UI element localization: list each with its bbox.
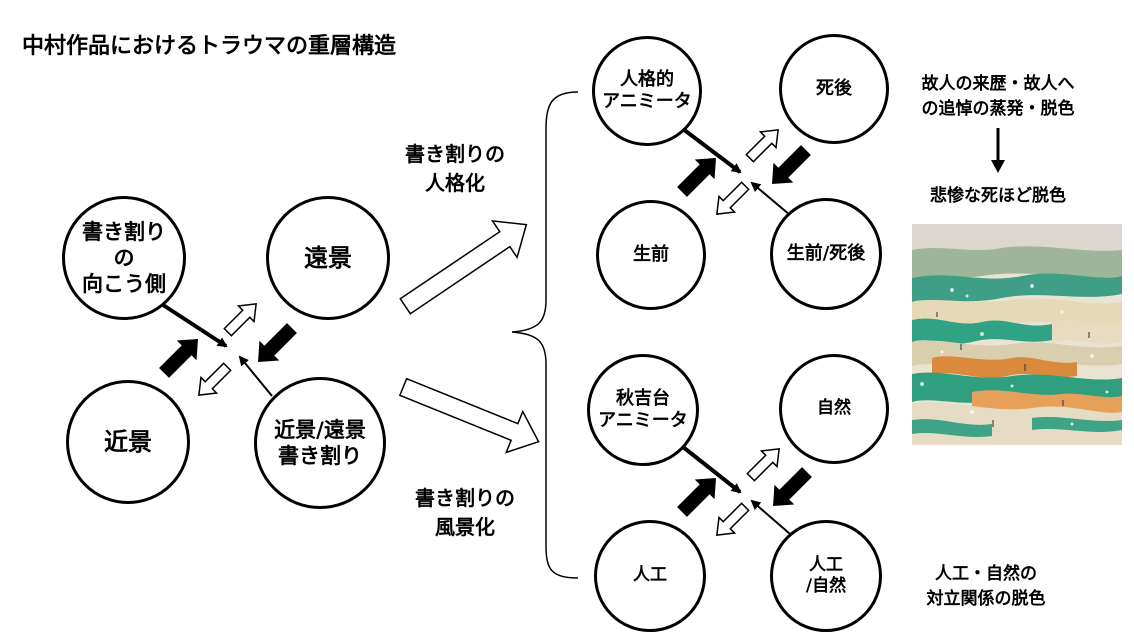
thin-connector-arrow [750, 181, 791, 216]
circle-label: 自然 [817, 398, 851, 419]
block-arrow-down-left-solid [773, 467, 812, 506]
circle-before-after-death: 生前/死後 [770, 198, 882, 310]
block-arrow-down-left-hollow [715, 502, 750, 537]
circle-near-distant-backdrop: 近景/遠景 書き割り [254, 377, 386, 509]
circle-label: 死後 [816, 77, 852, 99]
thick-connector-arrow [158, 301, 228, 348]
circle-before-death: 生前 [596, 200, 706, 310]
circle-near-view: 近景 [66, 380, 190, 504]
diagram-title: 中村作品におけるトラウマの重層構造 [22, 34, 397, 59]
circle-akiyoshidai-animita: 秋吉台 アニミータ [587, 354, 699, 466]
thin-connector-arrow [238, 355, 273, 397]
block-arrow-down-left-hollow [715, 181, 750, 216]
circle-label: 人工 [633, 565, 667, 586]
block-arrow-up-right-solid [677, 478, 716, 517]
note-memorial-evaporation: 故人の来歴・故人へ の追悼の蒸発・脱色 [921, 74, 1075, 119]
circle-personal-animita: 人格的 アニミータ [592, 36, 702, 146]
block-arrow-up-right-solid [159, 339, 198, 378]
circle-label: 生前 [633, 243, 669, 265]
transition-arrow-to-lower [398, 377, 540, 454]
circle-label: 人工 /自然 [805, 554, 847, 596]
circle-label: 近景 [104, 428, 152, 456]
block-arrow-down-left-hollow [197, 362, 232, 397]
circle-label: 近景/遠景 書き割り [274, 417, 366, 468]
note-opposition-bleaching: 人工・自然の 対立関係の脱色 [926, 564, 1046, 609]
label-backdrop-landscaping: 書き割りの 風景化 [415, 486, 515, 539]
circle-label: 生前/死後 [786, 242, 866, 264]
circle-nature: 自然 [779, 354, 889, 464]
block-arrow-up-right-hollow [745, 128, 780, 163]
circle-artificial: 人工 [594, 520, 706, 632]
thick-connector-arrow [681, 445, 742, 494]
thick-connector-arrow [681, 127, 742, 174]
circle-distant-view: 遠景 [266, 196, 390, 320]
landscape-painting [912, 224, 1122, 445]
block-arrow-up-right-hollow [223, 302, 258, 337]
block-arrow-down-left-solid [258, 323, 297, 362]
circle-label: 人格的 アニミータ [602, 68, 692, 113]
label-backdrop-personification: 書き割りの 人格化 [405, 142, 505, 195]
circle-label: 書き割り の 向こう側 [82, 219, 166, 297]
circle-label: 秋吉台 アニミータ [598, 387, 688, 432]
curly-brace [511, 91, 579, 579]
circle-label: 遠景 [304, 244, 352, 272]
circle-beyond-backdrop: 書き割り の 向こう側 [62, 196, 186, 320]
block-arrow-down-left-solid [772, 145, 811, 184]
circle-artificial-nature: 人工 /自然 [770, 520, 882, 632]
block-arrow-up-right-hollow [746, 447, 781, 482]
transition-arrow-to-upper [399, 219, 528, 315]
thin-connector-arrow [750, 499, 791, 535]
note-down-arrowhead [991, 160, 1005, 173]
note-tragic-death-bleaching: 悲惨な死ほど脱色 [930, 186, 1066, 206]
landscape-painting-image [912, 224, 1122, 445]
block-arrow-up-right-solid [677, 158, 716, 197]
circle-after-death: 死後 [779, 34, 889, 144]
